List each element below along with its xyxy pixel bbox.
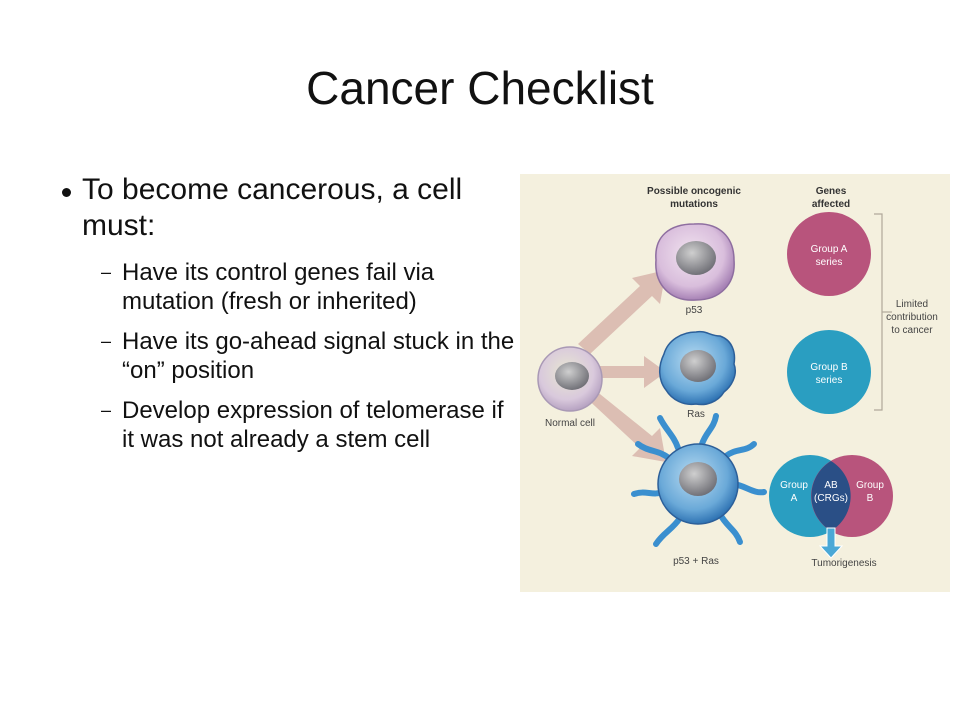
dash-icon: –	[100, 400, 111, 420]
header-mutations-line1: Possible oncogenic	[647, 186, 741, 197]
arrow-to-p53	[578, 270, 666, 354]
bullet-main-text: To become cancerous, a cell must:	[82, 173, 463, 242]
sub-bullet-2: – Have its go-ahead signal stuck in the …	[60, 327, 515, 385]
venn-left-line2: A	[791, 493, 798, 504]
sub-bullet-text: Have its go-ahead signal stuck in the “o…	[122, 328, 515, 384]
ras-cell: Ras	[659, 330, 736, 420]
group-a-label-line1: Group A	[811, 244, 848, 255]
group-a-label-line2: series	[816, 257, 843, 268]
header-mutations-line2: mutations	[670, 199, 718, 210]
header-genes-line1: Genes	[816, 186, 847, 197]
limited-line3: to cancer	[891, 325, 933, 336]
limited-line1: Limited	[896, 299, 928, 310]
header-genes-line2: affected	[812, 199, 850, 210]
label-p53-ras: p53 + Ras	[673, 556, 719, 567]
limited-contribution-bracket	[874, 213, 892, 411]
label-p53: p53	[686, 305, 703, 316]
arrow-to-both	[582, 386, 666, 462]
dash-icon: –	[100, 331, 111, 351]
dash-icon: –	[100, 262, 111, 282]
sub-bullet-text: Have its control genes fail via mutation…	[122, 259, 435, 315]
venn-mid-line2: (CRGs)	[814, 493, 848, 504]
sub-bullet-3: – Develop expression of telomerase if it…	[60, 396, 515, 454]
venn-left-line1: Group	[780, 480, 808, 491]
venn-mid-line1: AB	[824, 480, 838, 491]
sub-bullet-text: Develop expression of telomerase if it w…	[122, 397, 504, 453]
group-a-circle: Group A series	[787, 212, 871, 296]
label-normal-cell: Normal cell	[545, 418, 595, 429]
slide-title: Cancer Checklist	[306, 62, 654, 114]
group-b-label-line2: series	[816, 375, 843, 386]
bullet-list: To become cancerous, a cell must: – Have…	[60, 172, 515, 465]
venn-right-line2: B	[867, 493, 874, 504]
tumorigenesis-arrow	[818, 527, 844, 559]
arrow-to-ras	[598, 356, 666, 388]
label-tumorigenesis: Tumorigenesis	[811, 558, 876, 569]
figure-svg: Possible oncogenic mutations Genes affec…	[537, 186, 938, 569]
group-b-label-line1: Group B	[810, 362, 848, 373]
p53-ras-cell: p53 + Ras	[631, 413, 767, 567]
venn-diagram: Group A AB (CRGs) Group B	[769, 455, 893, 537]
oncogenic-mutations-figure: Possible oncogenic mutations Genes affec…	[520, 174, 950, 592]
bullet-dot-icon	[62, 188, 71, 197]
sub-bullet-1: – Have its control genes fail via mutati…	[60, 258, 515, 316]
venn-right-line1: Group	[856, 480, 884, 491]
bullet-main: To become cancerous, a cell must:	[60, 172, 515, 244]
label-ras: Ras	[687, 409, 705, 420]
limited-line2: contribution	[886, 312, 938, 323]
group-b-circle: Group B series	[787, 330, 871, 414]
p53-cell: p53	[655, 223, 735, 316]
normal-cell: Normal cell	[537, 346, 603, 429]
